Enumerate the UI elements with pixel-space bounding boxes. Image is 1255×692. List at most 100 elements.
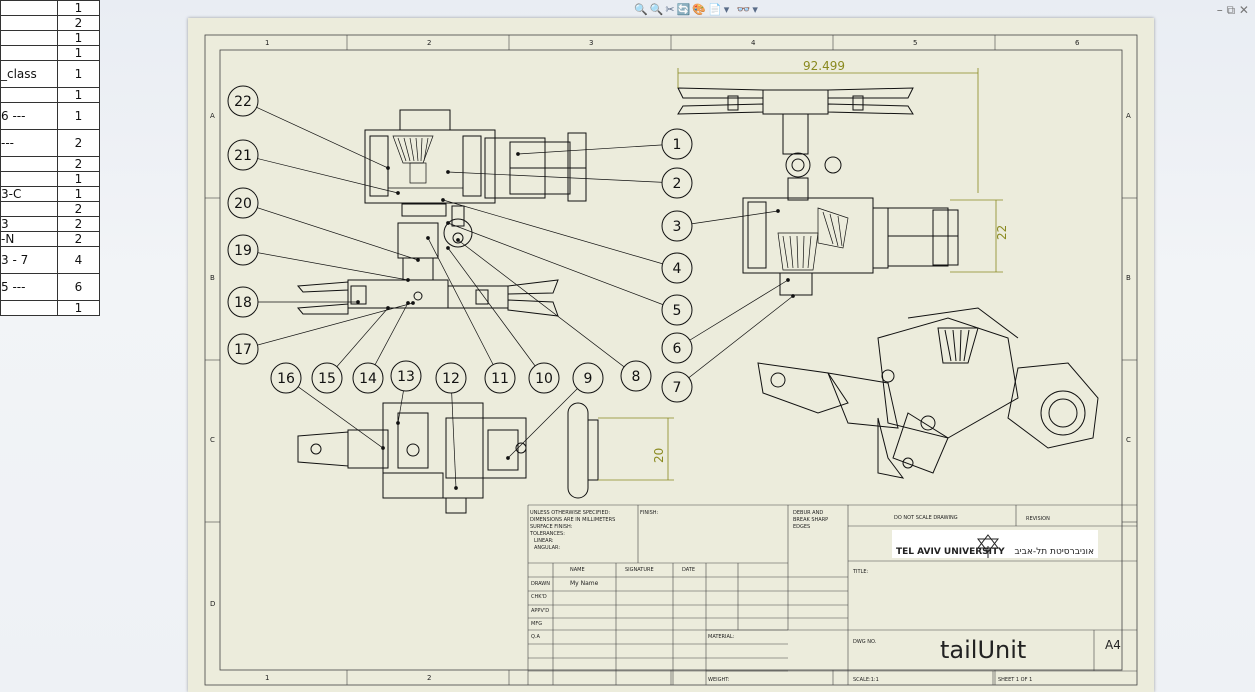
- leader-dot: [446, 221, 450, 225]
- bom-cell-qty: 1: [57, 0, 100, 16]
- tolerance-note-line: SURFACE FINISH:: [530, 524, 573, 530]
- scale-label: SCALE:1:1: [853, 677, 879, 683]
- balloon-8[interactable]: [620, 360, 652, 392]
- balloon-7[interactable]: [661, 371, 693, 403]
- zone-label-top: 3: [589, 39, 593, 47]
- leader-dot: [791, 294, 795, 298]
- balloon-10[interactable]: [528, 362, 560, 394]
- leader-line: [442, 199, 678, 269]
- bom-cell-qty: 6: [57, 273, 100, 301]
- university-name-en: TEL AVIV UNIVERSITY: [896, 547, 1005, 557]
- leader-dot: [516, 152, 520, 156]
- zone-label-left: D: [210, 600, 215, 608]
- dim-front-height: 20: [652, 448, 666, 463]
- balloon-label: 6: [673, 341, 682, 357]
- leader-line: [457, 239, 637, 377]
- balloon-label: 22: [234, 94, 252, 110]
- tolerance-note-line: UNLESS OTHERWISE SPECIFIED:: [530, 510, 610, 516]
- bom-cell-name: 5 ---: [0, 273, 58, 301]
- leader-dot: [776, 209, 780, 213]
- bom-cell-name: 3 - 7: [0, 246, 58, 274]
- bom-cell-qty: 1: [57, 45, 100, 61]
- balloon-label: 10: [535, 371, 553, 387]
- balloon-label: 14: [359, 371, 377, 387]
- zone-label-right: A: [1126, 112, 1131, 120]
- balloon-11[interactable]: [484, 362, 516, 394]
- view-toolbar[interactable]: 🔍🔍✂🔄🎨📄▾ 👓▾: [634, 3, 760, 16]
- row-label: MFG: [531, 621, 542, 627]
- bom-cell-name: ---: [0, 129, 58, 157]
- balloon-5[interactable]: [661, 294, 693, 326]
- bom-row: 2: [0, 15, 100, 31]
- balloon-21[interactable]: [227, 139, 259, 171]
- row-label: Q.A: [531, 634, 541, 640]
- zone-label-right: C: [1126, 436, 1131, 444]
- bom-cell-qty: 1: [57, 30, 100, 46]
- bom-cell-name: [0, 171, 58, 187]
- bom-cell-name: [0, 15, 58, 31]
- balloon-label: 15: [318, 371, 336, 387]
- leader-dot: [356, 300, 360, 304]
- balloon-16[interactable]: [270, 362, 302, 394]
- leader-dot: [411, 301, 415, 305]
- balloon-4[interactable]: [661, 252, 693, 284]
- dwg-no-label: DWG NO.: [853, 639, 877, 645]
- tolerance-note-line: DIMENSIONS ARE IN MILLIMETERS: [530, 517, 615, 523]
- leader-dot: [446, 246, 450, 250]
- leader-line: [242, 249, 409, 281]
- leader-line: [242, 100, 389, 169]
- balloon-20[interactable]: [227, 187, 259, 219]
- balloon-2[interactable]: [661, 167, 693, 199]
- balloon-label: 13: [397, 369, 415, 385]
- bom-row: 1: [0, 0, 100, 16]
- bom-cell-name: -N: [0, 231, 58, 247]
- tolerance-note-line: ANGULAR:: [534, 545, 560, 551]
- balloon-label: 8: [632, 369, 641, 385]
- title-block: [527, 504, 1137, 685]
- balloon-9[interactable]: [572, 362, 604, 394]
- balloon-22[interactable]: [227, 85, 259, 117]
- leader-line: [242, 154, 399, 194]
- window-controls[interactable]: – ⧉ ✕: [1216, 3, 1249, 17]
- balloon-17[interactable]: [227, 333, 259, 365]
- bom-cell-qty: 1: [57, 102, 100, 130]
- leader-dot: [386, 166, 390, 170]
- right-view: [677, 87, 959, 296]
- university-name-he: אוניברסיטת תל-אביב: [1014, 547, 1094, 557]
- bom-cell-qty: 4: [57, 246, 100, 274]
- balloon-14[interactable]: [352, 362, 384, 394]
- bom-cell-name: [0, 87, 58, 103]
- bom-row: 1: [0, 45, 100, 61]
- balloon-label: 19: [234, 243, 252, 259]
- finish-label: FINISH:: [640, 510, 658, 516]
- balloon-19[interactable]: [227, 234, 259, 266]
- zone-label-top: 1: [265, 39, 269, 47]
- balloon-12[interactable]: [435, 362, 467, 394]
- balloon-15[interactable]: [311, 362, 343, 394]
- bom-cell-name: 3-C: [0, 186, 58, 202]
- leader-line: [285, 377, 384, 449]
- leader-dot: [454, 486, 458, 490]
- revision-label: REVISION: [1026, 516, 1050, 522]
- row-label: CHK'D: [531, 594, 547, 600]
- balloon-label: 7: [673, 380, 682, 396]
- bom-row: 2: [0, 201, 100, 217]
- bom-cell-name: [0, 201, 58, 217]
- balloon-label: 20: [234, 196, 252, 212]
- tolerance-note-line: LINEAR:: [534, 538, 554, 544]
- balloon-1[interactable]: [661, 128, 693, 160]
- balloon-6[interactable]: [661, 332, 693, 364]
- balloon-13[interactable]: [390, 360, 422, 392]
- balloon-3[interactable]: [661, 210, 693, 242]
- balloon-18[interactable]: [227, 286, 259, 318]
- sheet-number-label: SHEET 1 OF 1: [998, 677, 1032, 683]
- drawn-name: My Name: [570, 580, 599, 587]
- deburr-note-line: BREAK SHARP: [793, 517, 828, 523]
- leader-line: [242, 202, 419, 261]
- leader-dot: [446, 170, 450, 174]
- zone-label-left: A: [210, 112, 215, 120]
